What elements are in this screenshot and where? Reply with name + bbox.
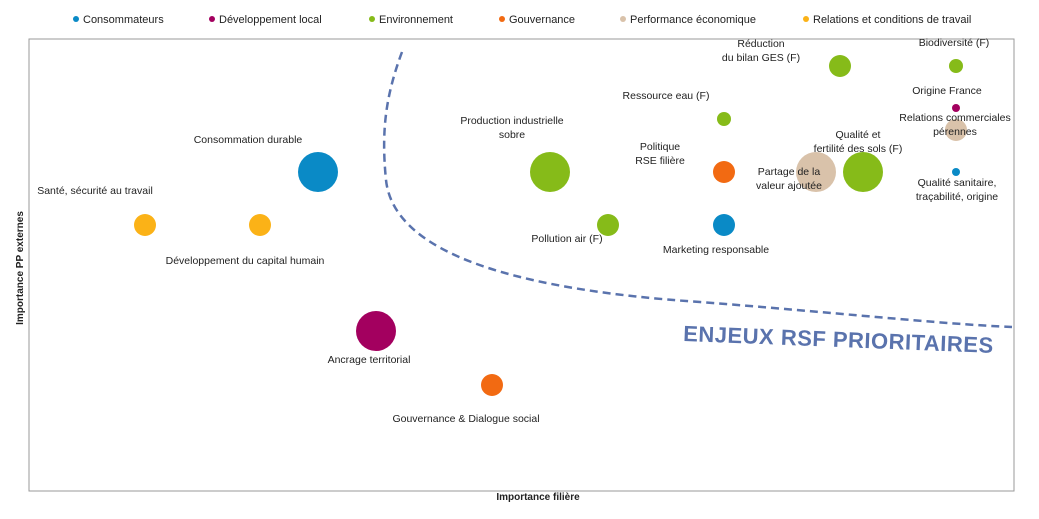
- legend-dot-icon: [803, 16, 809, 22]
- legend-dot-icon: [620, 16, 626, 22]
- data-points: [134, 55, 967, 396]
- legend-label: Développement local: [219, 14, 322, 26]
- plot-frame: [28, 38, 1015, 492]
- legend-dot-icon: [369, 16, 375, 22]
- bubble-point: [298, 152, 338, 192]
- bubble-point: [134, 214, 156, 236]
- data-label: Santé, sécurité au travail: [37, 185, 153, 197]
- bubble-point: [829, 55, 851, 77]
- legend-item-environnement: Environnement: [369, 14, 453, 26]
- legend-item-developpement-local: Développement local: [209, 14, 322, 26]
- bubble-point: [717, 112, 731, 126]
- legend-item-performance-economique: Performance économique: [620, 14, 756, 26]
- bubble-point: [356, 311, 396, 351]
- legend-item-relations-travail: Relations et conditions de travail: [803, 14, 971, 26]
- bubble-point: [249, 214, 271, 236]
- legend-label: Environnement: [379, 14, 453, 26]
- legend-label: Performance économique: [630, 14, 756, 26]
- bubble-point: [952, 168, 960, 176]
- bubble-point: [481, 374, 503, 396]
- bubble-point: [713, 214, 735, 236]
- priority-boundary-line: [382, 51, 1013, 329]
- data-label: Développement du capital humain: [166, 255, 325, 267]
- legend-item-gouvernance: Gouvernance: [499, 14, 575, 26]
- legend-item-consommateurs: Consommateurs: [73, 14, 164, 26]
- bubble-point: [945, 119, 967, 141]
- bubble-point: [843, 152, 883, 192]
- x-axis-title: Importance filière: [496, 492, 580, 503]
- data-label: Ancrage territorial: [328, 354, 411, 366]
- bubble-point: [796, 152, 836, 192]
- zone-label: ENJEUX RSF PRIORITAIRES: [683, 321, 994, 358]
- legend-label: Gouvernance: [509, 14, 576, 26]
- data-label: Origine France: [912, 85, 982, 97]
- data-label: Ressource eau (F): [623, 90, 710, 102]
- y-axis-title: Importance PP externes: [15, 211, 26, 325]
- data-label: Gouvernance & Dialogue social: [392, 413, 539, 425]
- legend-dot-icon: [499, 16, 505, 22]
- legend: Consommateurs Développement local Enviro…: [0, 14, 1039, 32]
- legend-dot-icon: [209, 16, 215, 22]
- legend-dot-icon: [73, 16, 79, 22]
- bubble-point: [952, 104, 960, 112]
- bubble-point: [530, 152, 570, 192]
- legend-label: Relations et conditions de travail: [813, 14, 972, 26]
- bubble-point: [597, 214, 619, 236]
- data-label: Qualité sanitaire,traçabilité, origine: [916, 177, 998, 203]
- bubble-point: [949, 59, 963, 73]
- data-label: Marketing responsable: [663, 244, 769, 256]
- bubble-point: [713, 161, 735, 183]
- data-label: Pollution air (F): [531, 233, 602, 245]
- legend-label: Consommateurs: [83, 14, 164, 26]
- data-label: Consommation durable: [194, 134, 303, 146]
- data-label: Biodiversité (F): [919, 37, 990, 49]
